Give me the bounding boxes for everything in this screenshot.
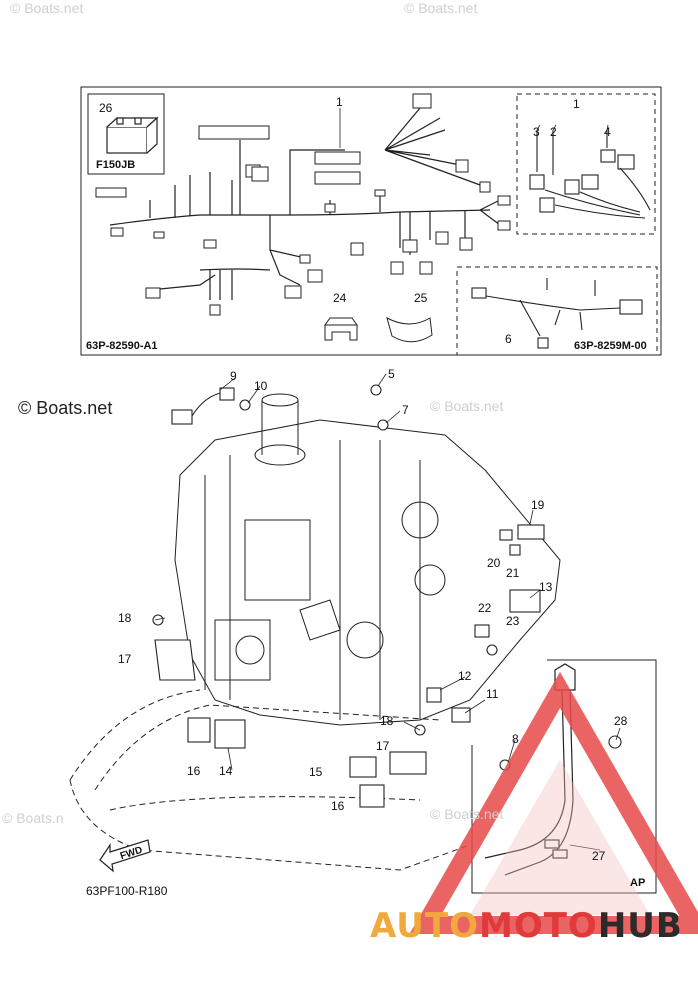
wire-harness	[109, 107, 501, 300]
callout-11: 11	[486, 687, 499, 701]
watermark-dark: © Boats.net	[18, 398, 113, 418]
brand-part-hub: HUB	[597, 906, 683, 946]
engine-block	[174, 393, 561, 726]
callout-27: 27	[592, 849, 606, 863]
callout-23: 23	[506, 614, 520, 628]
leader-lines	[154, 108, 621, 851]
callout-8: 8	[512, 732, 519, 746]
callout-6: 6	[505, 332, 512, 346]
watermark: © Boats.net	[404, 0, 478, 16]
part-26-relay	[106, 116, 159, 154]
brand-part-auto: AUTO	[370, 906, 479, 946]
callout-10: 10	[254, 379, 268, 393]
clamp-25	[386, 317, 433, 343]
clamp-24	[324, 317, 358, 341]
harness-box	[80, 86, 662, 356]
callout-17: 17	[376, 739, 390, 753]
watermark: © Boats.n	[2, 810, 64, 826]
callout-21: 21	[506, 566, 520, 580]
callout-12: 12	[458, 669, 472, 683]
callout-16: 16	[331, 799, 345, 813]
callout-18: 18	[118, 611, 132, 625]
sub-harness-part-number: 63P-8259M-00	[574, 340, 647, 352]
callout-17: 17	[118, 652, 132, 666]
connectors	[95, 93, 511, 316]
callout-15: 15	[309, 765, 323, 779]
harness-part-number: 63P-82590-A1	[86, 340, 158, 352]
callout-28: 28	[614, 714, 628, 728]
callout-19: 19	[531, 498, 545, 512]
callout-13: 13	[539, 580, 553, 594]
exploded-parts	[152, 384, 622, 808]
callout-3: 3	[533, 125, 540, 139]
callout-5: 5	[388, 367, 395, 381]
sub-harness-2	[471, 278, 643, 349]
callout-1: 1	[573, 97, 580, 111]
callout-2: 2	[550, 125, 557, 139]
sub-harness-box-1	[516, 93, 656, 235]
watermark: © Boats.net	[10, 0, 84, 16]
brand-part-moto: MOTO	[478, 906, 598, 946]
automotohub-logo-text: AUTOMOTOHUB	[370, 906, 683, 946]
battery-cable-27	[484, 663, 576, 876]
fwd-arrow	[99, 839, 151, 873]
callout-16: 16	[187, 764, 201, 778]
model-code: F150JB	[96, 159, 136, 171]
callout-22: 22	[478, 601, 492, 615]
callout-14: 14	[219, 764, 233, 778]
callout-24: 24	[333, 291, 347, 305]
watermark: © Boats.net	[430, 398, 504, 414]
callout-26: 26	[99, 101, 113, 115]
callout-9: 9	[230, 369, 237, 383]
sub-harness-1	[529, 130, 651, 219]
callout-1: 1	[336, 95, 343, 109]
watermark: © Boats.net	[430, 806, 504, 822]
bottom-cowling	[69, 689, 471, 871]
sub-harness-box-2	[456, 266, 658, 356]
diagram-code: 63PF100-R180	[86, 884, 168, 898]
callout-18: 18	[380, 714, 394, 728]
model-inset-box	[87, 93, 165, 175]
callout-4: 4	[604, 125, 611, 139]
callout-7: 7	[402, 403, 409, 417]
automotohub-logo-triangle	[409, 671, 698, 934]
callout-25: 25	[414, 291, 428, 305]
ap-label: AP	[630, 877, 646, 889]
callout-20: 20	[487, 556, 501, 570]
